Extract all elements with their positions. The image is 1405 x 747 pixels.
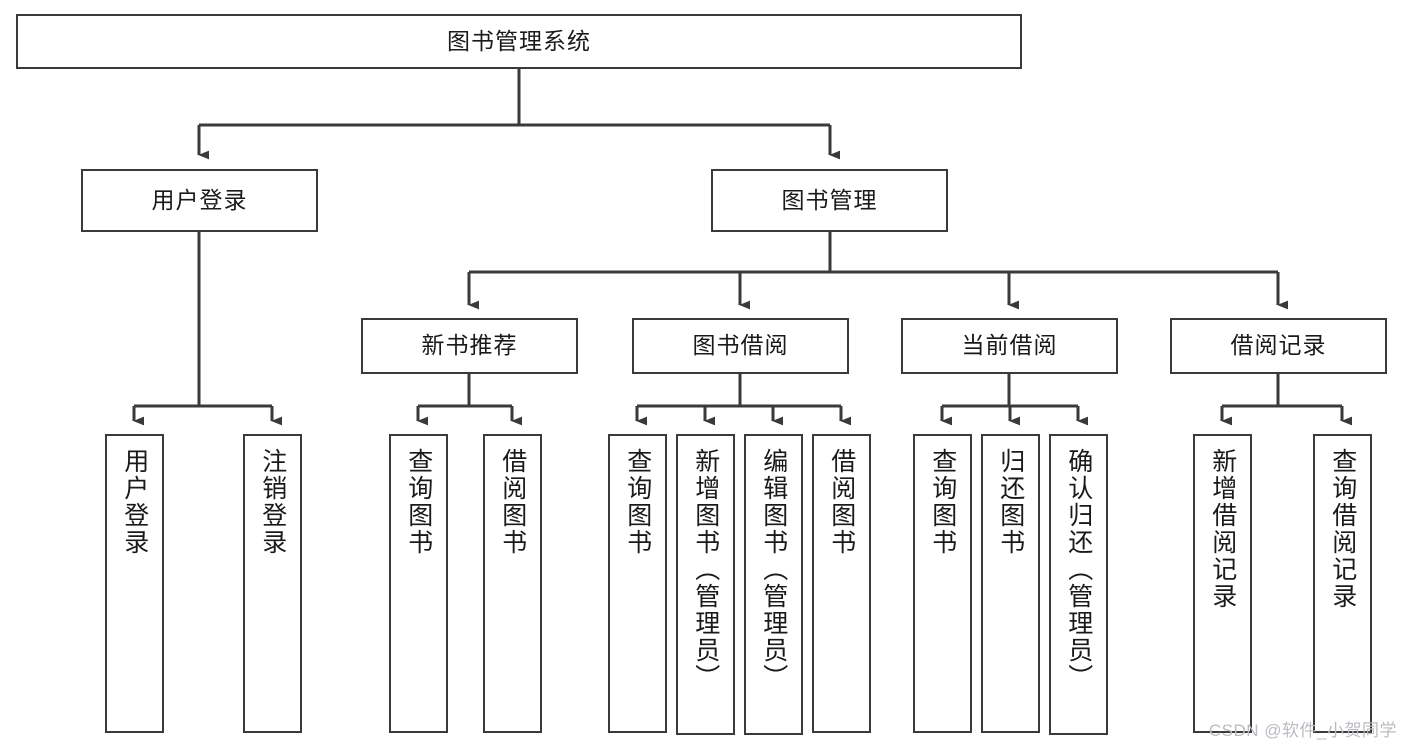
node-leaf-logout[interactable]: 注销登录 [243,434,302,733]
node-label: 查询借阅记录 [1328,448,1357,610]
node-leaf-query-book-3[interactable]: 查询图书 [913,434,972,733]
node-user-login[interactable]: 用户登录 [81,169,318,232]
node-label: 查询图书 [404,448,433,556]
node-label: 归还图书 [996,448,1025,556]
node-borrow-record[interactable]: 借阅记录 [1170,318,1387,374]
node-new-book-rec[interactable]: 新书推荐 [361,318,578,374]
node-label: 用户登录 [120,448,149,556]
node-book-manage[interactable]: 图书管理 [711,169,948,232]
node-leaf-borrow-book-1[interactable]: 借阅图书 [483,434,542,733]
node-leaf-borrow-book-2[interactable]: 借阅图书 [812,434,871,733]
node-label: 借阅图书 [498,448,527,556]
node-label: 注销登录 [258,448,287,556]
node-book-borrow[interactable]: 图书借阅 [632,318,849,374]
node-label: 图书借阅 [692,332,789,359]
node-label: 新增借阅记录 [1208,448,1237,610]
node-label: 当前借阅 [961,332,1058,359]
node-label: 借阅图书 [827,448,856,556]
node-label: 图书管理 [781,186,878,213]
node-leaf-query-record[interactable]: 查询借阅记录 [1313,434,1372,733]
node-leaf-query-book-2[interactable]: 查询图书 [608,434,667,733]
node-label: 图书管理系统 [447,27,591,54]
node-label: 查询图书 [928,448,957,556]
node-label: 新增图书（管理员） [691,448,720,691]
node-label: 确认归还（管理员） [1064,448,1093,691]
node-leaf-user-login[interactable]: 用户登录 [105,434,164,733]
node-leaf-edit-book[interactable]: 编辑图书（管理员） [744,434,803,735]
node-label: 用户登录 [151,186,248,213]
node-label: 查询图书 [623,448,652,556]
node-label: 新书推荐 [421,332,518,359]
node-leaf-add-record[interactable]: 新增借阅记录 [1193,434,1252,733]
node-leaf-confirm-return[interactable]: 确认归还（管理员） [1049,434,1108,735]
node-leaf-add-book[interactable]: 新增图书（管理员） [676,434,735,735]
csdn-watermark: CSDN @软件_小贺同学 [1208,721,1397,740]
node-current-borrow[interactable]: 当前借阅 [901,318,1118,374]
node-root-system[interactable]: 图书管理系统 [16,14,1022,69]
node-label: 借阅记录 [1230,332,1327,359]
node-leaf-return-book[interactable]: 归还图书 [981,434,1040,733]
node-label: 编辑图书（管理员） [759,448,788,691]
node-leaf-query-book-1[interactable]: 查询图书 [389,434,448,733]
